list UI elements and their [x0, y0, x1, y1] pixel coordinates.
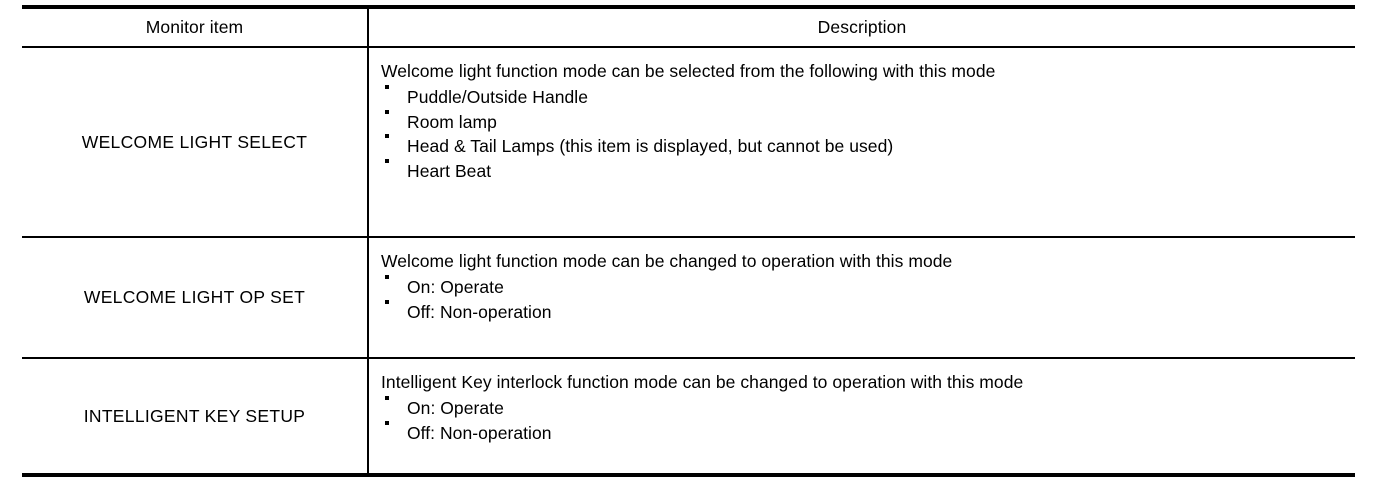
spec-table-container: Monitor item Description WELCOME LIGHT S…: [22, 4, 1355, 477]
list-item-label: Heart Beat: [407, 161, 492, 182]
bullet-icon: [385, 134, 389, 139]
list-item: Head & Tail Lamps (this item is displaye…: [381, 134, 1355, 159]
bullet-icon: [385, 274, 389, 279]
list-item: Heart Beat: [381, 159, 1355, 184]
list-item: Room lamp: [381, 109, 1355, 135]
page-canvas: Monitor item Description WELCOME LIGHT S…: [22, 4, 1355, 477]
table-header-row: Monitor item Description: [22, 4, 1355, 49]
description-lead-text: Welcome light function mode can be chang…: [381, 251, 953, 272]
description-bullet-list: On: Operate Off: Non-operation: [381, 274, 1355, 325]
bullet-icon: [385, 84, 389, 89]
description-lead-text: Intelligent Key interlock function mode …: [381, 372, 1024, 393]
bullet-icon: [385, 299, 389, 304]
list-item-label: Off: Non-operation: [407, 301, 552, 322]
list-item-label: On: Operate: [407, 397, 504, 418]
bullet-icon: [385, 395, 389, 400]
cell-description-intelligent-key-setup: Intelligent Key interlock function mode …: [368, 358, 1355, 477]
list-item-label: Room lamp: [407, 111, 497, 132]
bullet-icon: [385, 109, 389, 114]
cell-description-welcome-light-op-set: Welcome light function mode can be chang…: [368, 237, 1355, 360]
description-bullet-list: On: Operate Off: Non-operation: [381, 395, 1355, 446]
bullet-icon: [385, 420, 389, 425]
table-row: INTELLIGENT KEY SETUP Intelligent Key in…: [22, 358, 1355, 477]
list-item: On: Operate: [381, 274, 1355, 300]
list-item: Off: Non-operation: [381, 299, 1355, 325]
description-bullet-list: Puddle/Outside Handle Room lamp Head & T…: [381, 84, 1355, 184]
cell-description-welcome-light-select: Welcome light function mode can be selec…: [368, 47, 1355, 239]
list-item-label: Puddle/Outside Handle: [407, 86, 589, 107]
description-lead-text: Welcome light function mode can be selec…: [381, 61, 996, 82]
list-item: On: Operate: [381, 395, 1355, 421]
table-body: WELCOME LIGHT SELECT Welcome light funct…: [22, 47, 1355, 477]
column-header-monitor-item: Monitor item: [22, 4, 369, 49]
table-row: WELCOME LIGHT OP SET Welcome light funct…: [22, 237, 1355, 360]
list-item-label: Head & Tail Lamps (this item is displaye…: [407, 136, 894, 157]
column-header-description: Description: [368, 4, 1355, 49]
list-item: Off: Non-operation: [381, 420, 1355, 446]
monitor-item-description-table: Monitor item Description WELCOME LIGHT S…: [22, 4, 1355, 477]
list-item: Puddle/Outside Handle: [381, 84, 1355, 110]
bullet-icon: [385, 159, 389, 164]
list-item-label: On: Operate: [407, 276, 504, 297]
table-header: Monitor item Description: [22, 4, 1355, 49]
cell-monitor-item-intelligent-key-setup: INTELLIGENT KEY SETUP: [22, 358, 369, 477]
cell-monitor-item-welcome-light-op-set: WELCOME LIGHT OP SET: [22, 237, 369, 360]
list-item-label: Off: Non-operation: [407, 422, 552, 443]
cell-monitor-item-welcome-light-select: WELCOME LIGHT SELECT: [22, 47, 369, 239]
table-row: WELCOME LIGHT SELECT Welcome light funct…: [22, 47, 1355, 239]
